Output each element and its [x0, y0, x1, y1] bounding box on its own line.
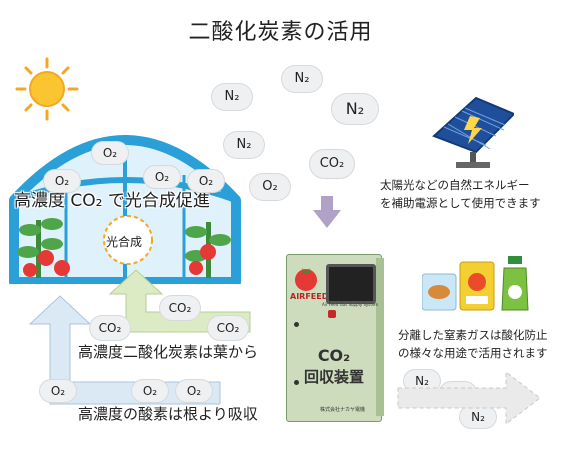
machine-side: [376, 258, 384, 416]
machine-hole: [294, 380, 299, 385]
tomato-plant-left: [18, 218, 70, 278]
n2-cloud: N₂: [224, 132, 264, 158]
diagram-title: 二酸化炭素の活用: [188, 20, 373, 45]
machine-hole: [294, 322, 299, 327]
greenhouse-co2-caption: 高濃度 CO₂ で光合成促進: [14, 191, 210, 211]
o2-cloud: O₂: [176, 380, 212, 402]
o2-cloud: O₂: [188, 170, 224, 192]
o2-cloud: O₂: [144, 166, 180, 188]
n2-caption-line2: の様々な用途で活用されます: [398, 346, 548, 360]
machine-label-line2: 回収装置: [303, 368, 364, 386]
nitrogen-products: [422, 256, 529, 311]
co2-cloud: CO₂: [90, 316, 130, 340]
maker-label: 株式会社ナカヤ電機: [320, 407, 366, 413]
co2-cloud: CO₂: [208, 316, 248, 340]
photosynthesis-sun-icon: [103, 215, 153, 265]
leaf-co2-caption: 高濃度二酸化炭素は葉から: [78, 343, 259, 361]
stop-button-icon: [328, 310, 336, 318]
down-arrow-icon: [313, 196, 341, 228]
n2-cloud: N₂: [212, 84, 252, 110]
solar-caption-line1: 太陽光などの自然エネルギー: [380, 178, 530, 192]
o2-cloud: O₂: [132, 380, 168, 402]
n2-cloud: N₂: [332, 94, 378, 124]
n2-caption-line1: 分離した窒素ガスは酸化防止: [398, 328, 548, 342]
machine-label-line1: CO₂: [317, 346, 351, 365]
tomato-logo-icon: [295, 268, 317, 291]
tomato-plant-right: [185, 222, 231, 278]
o2-cloud: O₂: [250, 174, 290, 200]
brand-label: AIRFEED: [290, 292, 329, 301]
n2-cloud: N₂: [460, 406, 496, 428]
n2-cloud: N₂: [282, 66, 322, 92]
sun-icon: [15, 57, 79, 121]
n2-output-arrow: [397, 370, 541, 426]
n2-cloud: N₂: [404, 370, 440, 392]
brand-sub-label: Air Feed Gas Supply System: [322, 302, 379, 307]
o2-cloud: O₂: [92, 142, 128, 164]
solar-panel-icon: [432, 96, 514, 168]
photosynthesis-label: 光合成: [106, 235, 143, 249]
o2-cloud: O₂: [44, 170, 80, 192]
co2-cloud: CO₂: [160, 296, 200, 320]
o2-cloud: O₂: [40, 380, 76, 402]
co2-cloud: CO₂: [310, 150, 354, 178]
solar-caption-line2: を補助電源として使用できます: [380, 196, 541, 210]
root-o2-caption: 高濃度の酸素は根より吸収: [78, 405, 258, 423]
control-panel-screen: [326, 264, 376, 304]
